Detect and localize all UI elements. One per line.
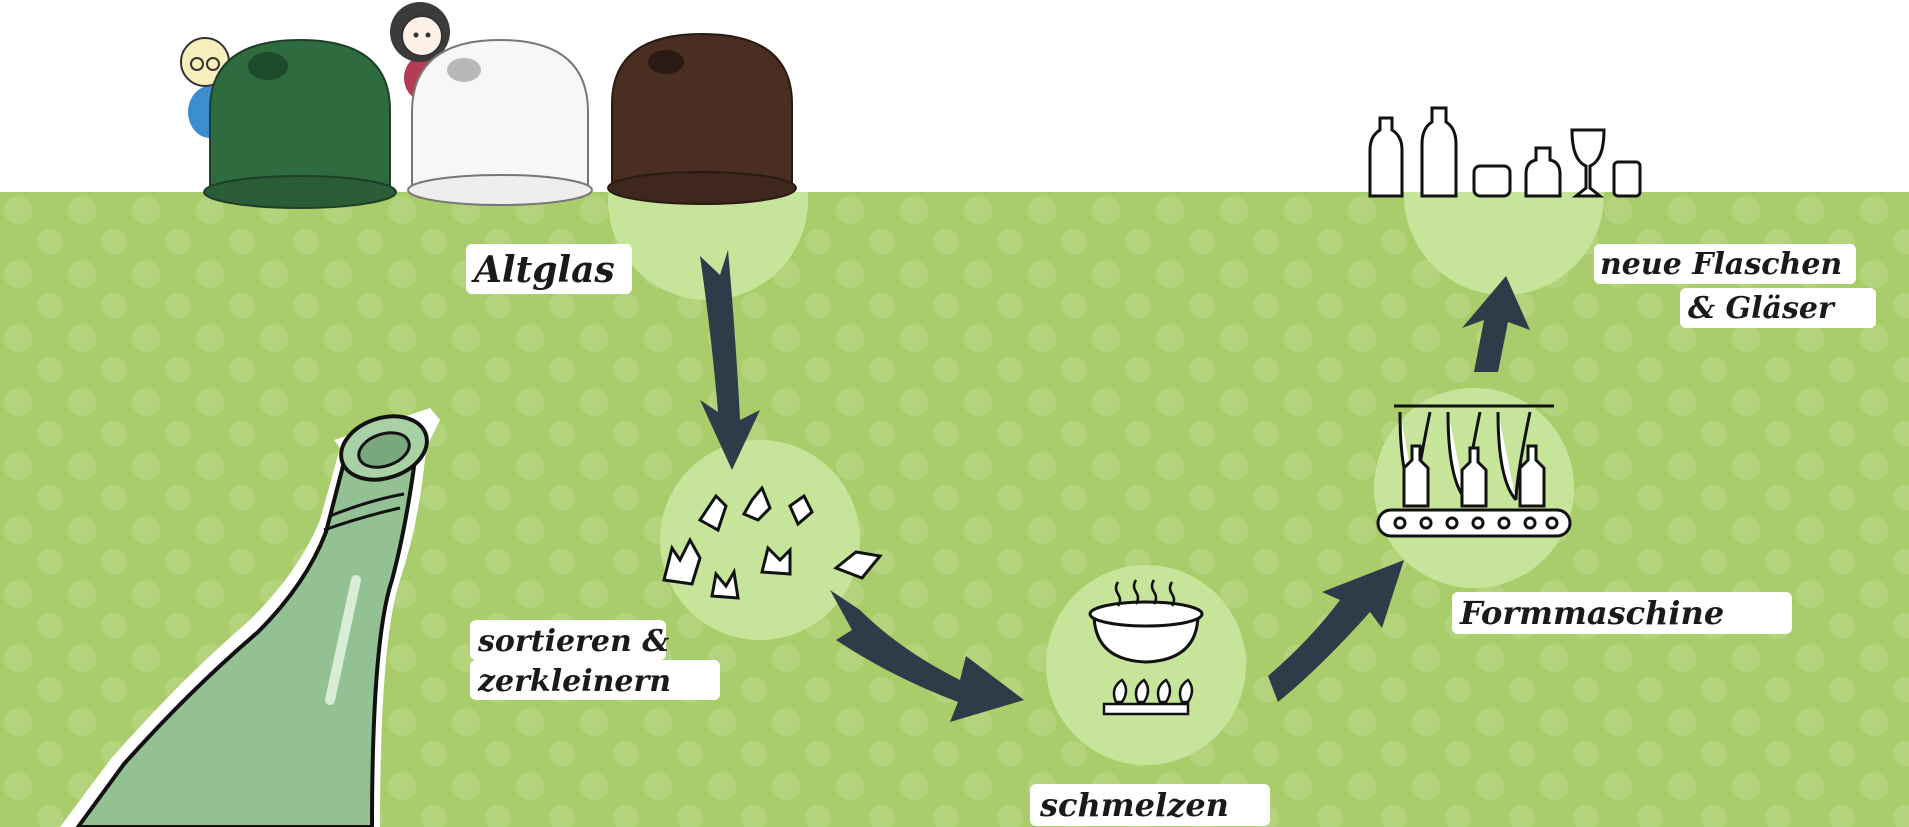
svg-text:schmelzen: schmelzen — [1039, 786, 1229, 824]
arrow-formmaschine-to-neue — [1462, 276, 1530, 372]
arrow-schmelzen-to-formmaschine — [1268, 560, 1404, 702]
label-formmaschine: Formmaschine — [1452, 592, 1792, 634]
arrow-sortieren-to-schmelzen — [830, 590, 1024, 722]
svg-text:Formmaschine: Formmaschine — [1459, 594, 1724, 632]
green-container — [203, 38, 397, 209]
melting-pot-icon — [1088, 579, 1204, 716]
brown-container — [607, 32, 797, 205]
new-bottles-icon — [1368, 106, 1642, 198]
svg-text:& Gläser: & Gläser — [1688, 291, 1836, 326]
forming-machine-icon — [1376, 404, 1572, 538]
sortieren-circle — [660, 440, 860, 640]
svg-text:neue Flaschen: neue Flaschen — [1600, 247, 1842, 282]
white-container — [407, 38, 593, 206]
label-altglas: Altglas — [466, 244, 632, 294]
svg-text:sortieren &: sortieren & — [477, 624, 669, 659]
label-schmelzen: schmelzen — [1030, 784, 1270, 826]
label-neue-glaeser: neue Flaschen & Gläser — [1594, 244, 1876, 328]
schmelzen-circle — [1046, 565, 1246, 765]
big-green-bottle-icon — [60, 408, 440, 827]
glass-shards-icon — [662, 485, 883, 600]
label-sortieren: sortieren & zerkleinern — [470, 620, 720, 700]
arrow-altglas-to-sortieren — [700, 250, 760, 470]
svg-text:zerkleinern: zerkleinern — [477, 664, 671, 699]
svg-text:Altglas: Altglas — [471, 249, 615, 291]
